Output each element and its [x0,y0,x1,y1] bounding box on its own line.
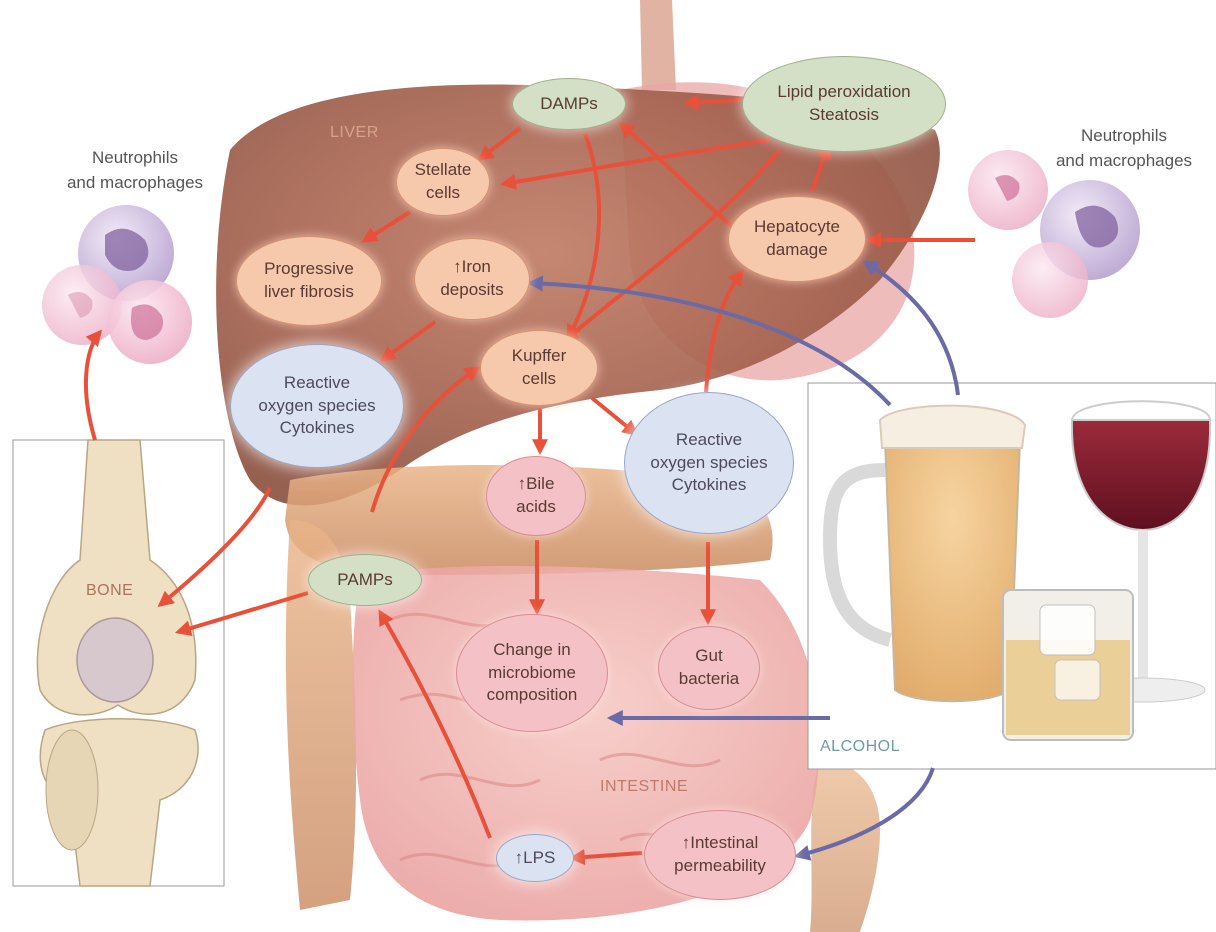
node-pamps: PAMPs [308,554,422,606]
node-hepatocyte-damage: Hepatocyte damage [728,196,866,282]
node-ros-cytokines-left: Reactive oxygen species Cytokines [230,344,404,468]
descending-colon-shape [810,760,880,932]
bone-region-label: BONE [86,582,133,600]
node-lipid-peroxidation: Lipid peroxidation Steatosis [742,56,946,152]
liver-region-label: LIVER [330,124,379,142]
intestine-region-label: INTESTINE [600,778,688,796]
alcohol-region-label: ALCOHOL [820,738,900,756]
node-progressive-liver-fibrosis: Progressive liver fibrosis [236,236,382,326]
node-bile-acids: ↑Bile acids [486,456,586,536]
neutrophil-cluster-right [968,150,1140,318]
node-stellate-cells: Stellate cells [396,148,490,216]
neutrophil-cluster-left [42,205,192,364]
node-damps: DAMPs [512,78,626,130]
node-kupffer-cells: Kupffer cells [480,330,598,406]
node-lps: ↑LPS [496,834,574,882]
neutrophils-label-right: Neutrophils and macrophages [1032,124,1216,173]
node-gut-bacteria: Gut bacteria [658,626,760,710]
node-intestinal-permeability: ↑Intestinal permeability [644,810,796,900]
node-microbiome-change: Change in microbiome composition [456,614,608,732]
node-iron-deposits: ↑Iron deposits [414,238,530,320]
node-ros-cytokines-right: Reactive oxygen species Cytokines [624,392,794,534]
neutrophils-label-left: Neutrophils and macrophages [40,146,230,195]
whiskey-glass-shape [1003,590,1133,740]
esophagus-shape [640,0,676,90]
